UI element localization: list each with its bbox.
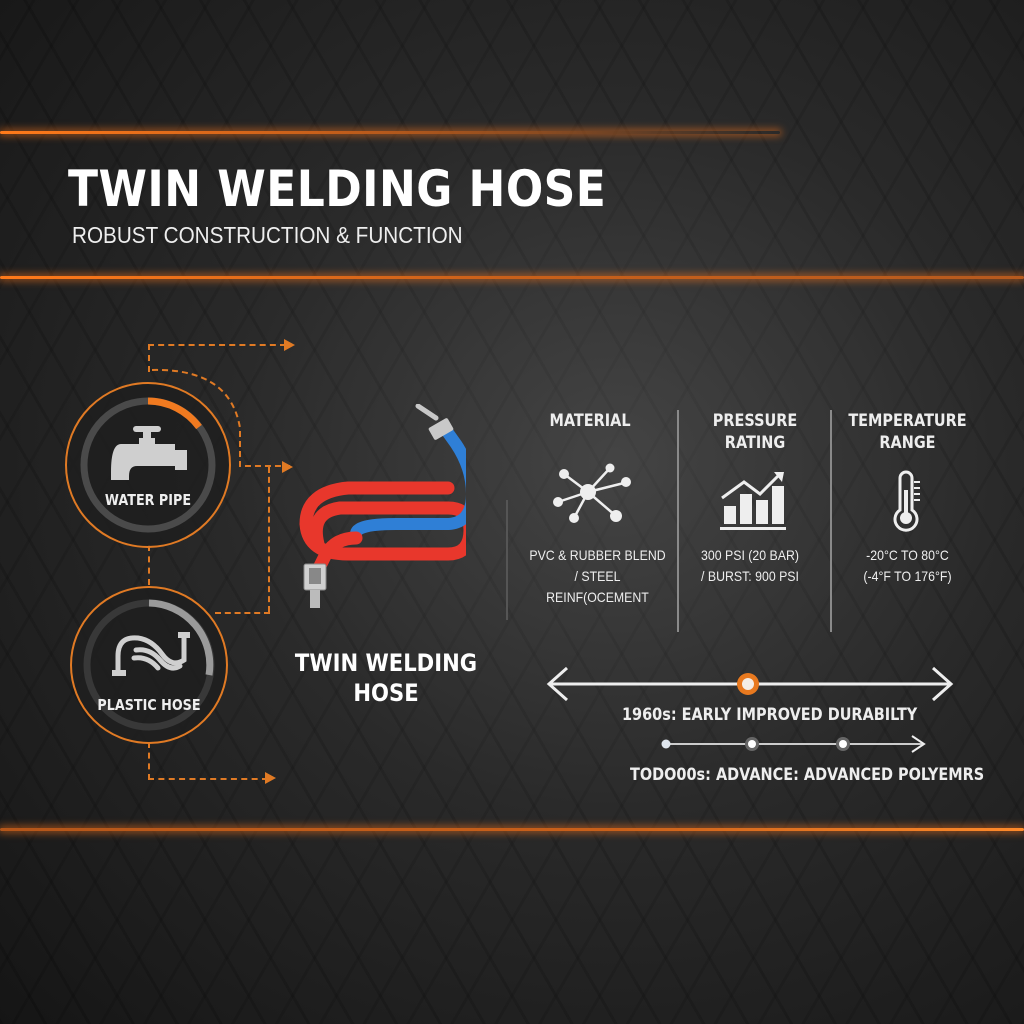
spec-line: / BURST: 900 PSI xyxy=(701,568,799,584)
spec-line: / STEEL REINF(OCEMENT xyxy=(546,568,649,605)
timeline-main xyxy=(546,666,954,702)
connector-plastic xyxy=(215,612,270,614)
spec-title-line: RATING xyxy=(724,433,786,453)
arrowhead-bottom xyxy=(265,772,276,784)
spec-value-temperature: -20°C TO 80°C (-4°F TO 176°F) xyxy=(844,545,972,587)
connector-vertical xyxy=(268,467,270,612)
twin-hose-icon xyxy=(299,404,466,608)
spec-divider xyxy=(506,500,508,620)
source-plastic-hose: PLASTIC HOSE xyxy=(70,586,228,744)
faucet-icon xyxy=(111,426,187,480)
spec-title-line: RANGE xyxy=(879,433,936,453)
molecule-icon xyxy=(553,463,631,523)
arrowhead-mid xyxy=(282,461,293,473)
accent-line-top xyxy=(0,131,780,134)
spec-title-material: MATERIAL xyxy=(549,411,631,431)
page-subtitle: ROBUST CONSTRUCTION & FUNCTION xyxy=(72,222,463,248)
product-label: TWIN WELDING HOSE xyxy=(289,648,483,708)
spec-divider xyxy=(677,410,679,632)
timeline-row-2: TODO00s: ADVANCE: ADVANCED POLYEMRS xyxy=(630,765,985,785)
thermometer-icon xyxy=(893,470,920,532)
torch-nozzle xyxy=(415,404,454,440)
product-label-line2: HOSE xyxy=(353,679,419,707)
timeline-secondary xyxy=(661,735,926,753)
progress-ring xyxy=(83,599,215,731)
connector-top xyxy=(148,344,286,372)
arrowhead-top xyxy=(284,339,295,351)
spec-line: 300 PSI (20 BAR) xyxy=(701,547,799,563)
accent-line-header-bottom xyxy=(0,276,1024,279)
bar-chart-up-icon xyxy=(720,472,786,530)
spec-line: (-4°F TO 176°F) xyxy=(863,568,952,584)
spec-title-pressure: PRESSURE RATING xyxy=(696,410,815,454)
progress-ring xyxy=(80,397,216,533)
source-label: WATER PIPE xyxy=(104,491,192,509)
page-title: TWIN WELDING HOSE xyxy=(68,160,607,218)
spec-title-temperature: TEMPERATURE RANGE xyxy=(846,410,969,454)
connector-left-vertical xyxy=(148,545,150,585)
connector-arc xyxy=(151,368,290,467)
arrow-right-icon xyxy=(932,666,954,702)
accent-line-bottom xyxy=(0,828,1024,831)
spec-line: PVC & RUBBER BLEND xyxy=(529,547,666,563)
hose-wave-icon xyxy=(112,632,190,676)
arrow-left-icon xyxy=(546,666,568,702)
spec-title-line: TEMPERATURE xyxy=(848,411,967,431)
spec-title-line: PRESSURE xyxy=(712,411,798,431)
source-label: PLASTIC HOSE xyxy=(97,696,201,714)
timeline-row-1: 1960s: EARLY IMPROVED DURABILTY xyxy=(622,705,918,725)
spec-value-material: PVC & RUBBER BLEND / STEEL REINF(OCEMENT xyxy=(525,545,670,608)
hose-fitting xyxy=(303,563,327,608)
spec-line: -20°C TO 80°C xyxy=(866,547,949,563)
spec-divider xyxy=(830,410,832,632)
product-label-line1: TWIN WELDING xyxy=(294,649,478,677)
spec-value-pressure: 300 PSI (20 BAR) / BURST: 900 PSI xyxy=(688,545,811,587)
connector-bottom xyxy=(148,742,268,780)
source-water-pipe: WATER PIPE xyxy=(65,382,231,548)
